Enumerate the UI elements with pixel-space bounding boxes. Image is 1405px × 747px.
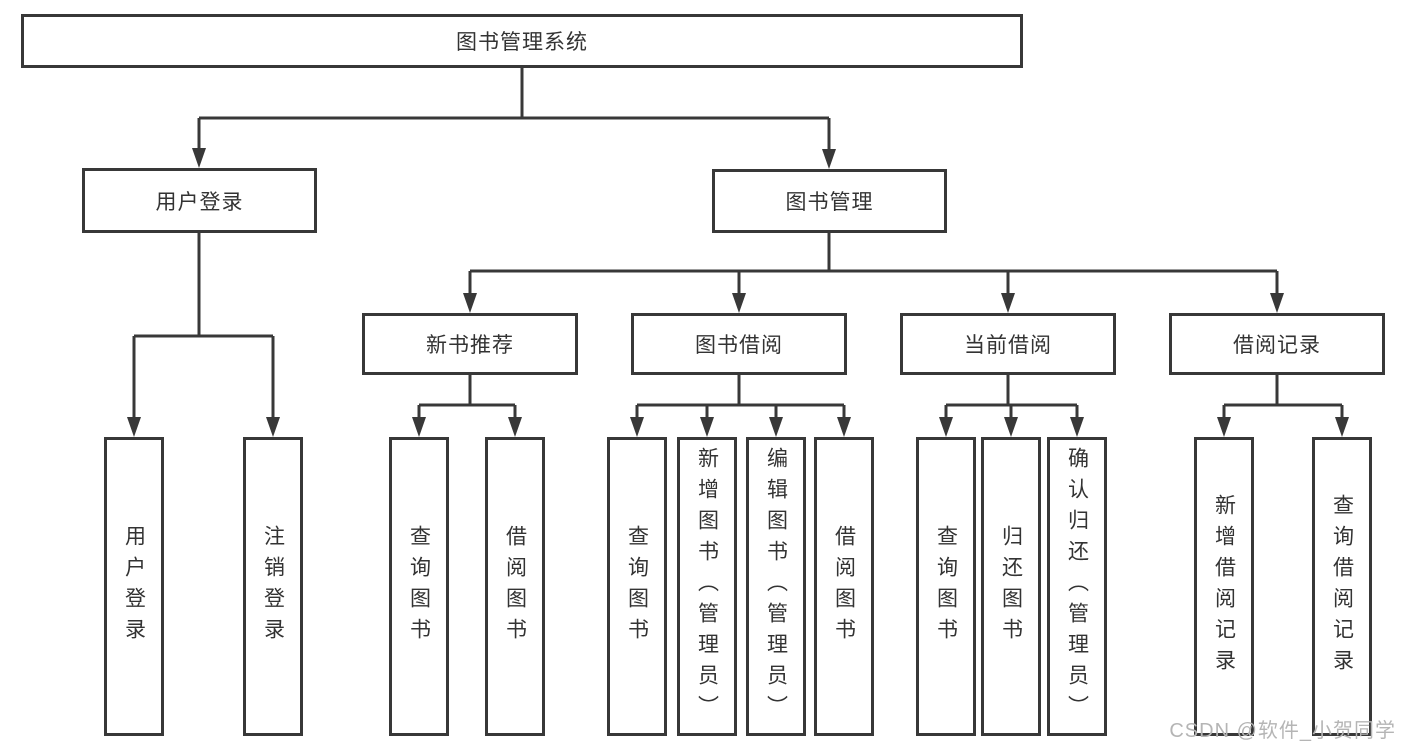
leaf-record-query-borrow-record: 查询借阅记录: [1312, 437, 1372, 736]
leaf-user-login: 用户登录: [104, 437, 164, 736]
leaf-borrow-add-books-admin: 新增图书（管理员）: [677, 437, 737, 736]
arrowheads-level2: [463, 293, 1284, 313]
connector-record-to-leaves: [1222, 375, 1344, 421]
node-book-borrow: 图书借阅: [631, 313, 847, 375]
node-label: 用户登录: [122, 524, 146, 649]
node-label: 新书推荐: [426, 334, 514, 357]
connector-current-to-leaves: [944, 375, 1079, 421]
node-label: 查询借阅记录: [1330, 493, 1354, 680]
leaf-newbook-borrow-books: 借阅图书: [485, 437, 545, 736]
leaf-record-add-borrow-record: 新增借阅记录: [1194, 437, 1254, 736]
node-book-management-branch: 图书管理: [712, 169, 947, 233]
node-new-book-recommend: 新书推荐: [362, 313, 578, 375]
node-label: 图书管理系统: [456, 31, 588, 54]
connector-mgmt-to-level2: [468, 233, 1279, 297]
node-label: 借阅记录: [1233, 334, 1321, 357]
node-label: 图书管理: [785, 191, 874, 214]
node-label: 注销登录: [261, 524, 285, 649]
node-label: 查询图书: [407, 524, 431, 649]
node-label: 新增图书（管理员）: [695, 447, 719, 726]
node-label: 编辑图书（管理员）: [764, 447, 788, 726]
node-label: 查询图书: [625, 524, 649, 649]
leaf-newbook-query-books: 查询图书: [389, 437, 449, 736]
connector-borrow-to-leaves: [635, 375, 846, 421]
leaf-current-query-books: 查询图书: [916, 437, 976, 736]
node-root-library-system: 图书管理系统: [21, 14, 1023, 68]
node-label: 借阅图书: [503, 524, 527, 649]
node-label: 当前借阅: [964, 334, 1052, 357]
node-label: 新增借阅记录: [1212, 493, 1236, 680]
csdn-watermark: CSDN @软件_小贺同学: [1169, 720, 1396, 742]
node-current-borrow: 当前借阅: [900, 313, 1116, 375]
arrowheads-leaves: [127, 417, 1349, 437]
leaf-current-return-books: 归还图书: [981, 437, 1041, 736]
node-label: 用户登录: [155, 190, 244, 214]
connector-root-to-level1: [197, 68, 831, 153]
node-label: 借阅图书: [832, 524, 856, 649]
node-label: 图书借阅: [695, 334, 783, 357]
leaf-logout: 注销登录: [243, 437, 303, 736]
connector-login-to-leaves: [132, 233, 275, 421]
node-borrow-record: 借阅记录: [1169, 313, 1385, 375]
leaf-borrow-edit-books-admin: 编辑图书（管理员）: [746, 437, 806, 736]
arrowheads-level1: [192, 148, 836, 169]
leaf-borrow-borrow-books: 借阅图书: [814, 437, 874, 736]
node-label: 归还图书: [999, 524, 1023, 649]
node-label: 确认归还（管理员）: [1065, 447, 1089, 726]
node-user-login-branch: 用户登录: [82, 168, 317, 233]
connector-newbook-to-leaves: [417, 375, 517, 421]
leaf-current-confirm-return-admin: 确认归还（管理员）: [1047, 437, 1107, 736]
node-label: 查询图书: [934, 524, 958, 649]
leaf-borrow-query-books: 查询图书: [607, 437, 667, 736]
